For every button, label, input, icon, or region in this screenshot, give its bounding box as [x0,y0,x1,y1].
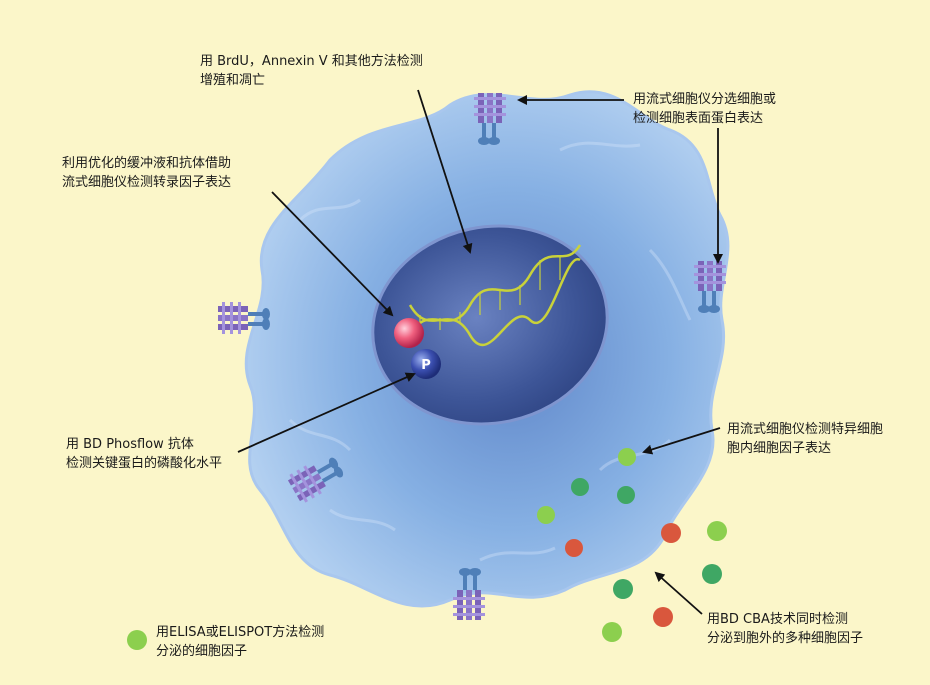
cytokine [707,521,727,541]
cytokine [537,506,555,524]
label-sorting-line2: 检测细胞表面蛋白表达 [633,109,776,128]
cytokine [702,564,722,584]
label-elisa: 用ELISA或ELISPOT方法检测 分泌的细胞因子 [156,623,324,661]
cytokine [602,622,622,642]
label-intracellular: 用流式细胞仪检测特异细胞 胞内细胞因子表达 [727,420,883,458]
transcription-factor [394,318,424,348]
cytokine [618,448,636,466]
label-brdu-line1: 用 BrdU，Annexin V 和其他方法检测 [200,52,423,71]
label-intracellular-line1: 用流式细胞仪检测特异细胞 [727,420,883,439]
label-brdu-line2: 增殖和凋亡 [200,71,423,90]
phospho-symbol: P [421,358,431,373]
label-cba-line1: 用BD CBA技术同时检测 [707,610,863,629]
label-phosflow: 用 BD Phosflow 抗体 检测关键蛋白的磷酸化水平 [66,435,222,473]
cytokine [653,607,673,627]
label-phosflow-line1: 用 BD Phosflow 抗体 [66,435,222,454]
label-cba: 用BD CBA技术同时检测 分泌到胞外的多种细胞因子 [707,610,863,648]
label-sorting-line1: 用流式细胞仪分选细胞或 [633,90,776,109]
cytokine [571,478,589,496]
legend-cytokine-icon [127,630,147,650]
label-transcription: 利用优化的缓冲液和抗体借助 流式细胞仪检测转录因子表达 [62,154,231,192]
label-elisa-line1: 用ELISA或ELISPOT方法检测 [156,623,324,642]
label-brdu: 用 BrdU，Annexin V 和其他方法检测 增殖和凋亡 [200,52,423,90]
cytokine [565,539,583,557]
label-elisa-line2: 分泌的细胞因子 [156,642,324,661]
label-cba-line2: 分泌到胞外的多种细胞因子 [707,629,863,648]
label-transcription-line1: 利用优化的缓冲液和抗体借助 [62,154,231,173]
cytokine [661,523,681,543]
label-transcription-line2: 流式细胞仪检测转录因子表达 [62,173,231,192]
cytokine [617,486,635,504]
label-sorting: 用流式细胞仪分选细胞或 检测细胞表面蛋白表达 [633,90,776,128]
label-intracellular-line2: 胞内细胞因子表达 [727,439,883,458]
label-phosflow-line2: 检测关键蛋白的磷酸化水平 [66,454,222,473]
cytokine [613,579,633,599]
